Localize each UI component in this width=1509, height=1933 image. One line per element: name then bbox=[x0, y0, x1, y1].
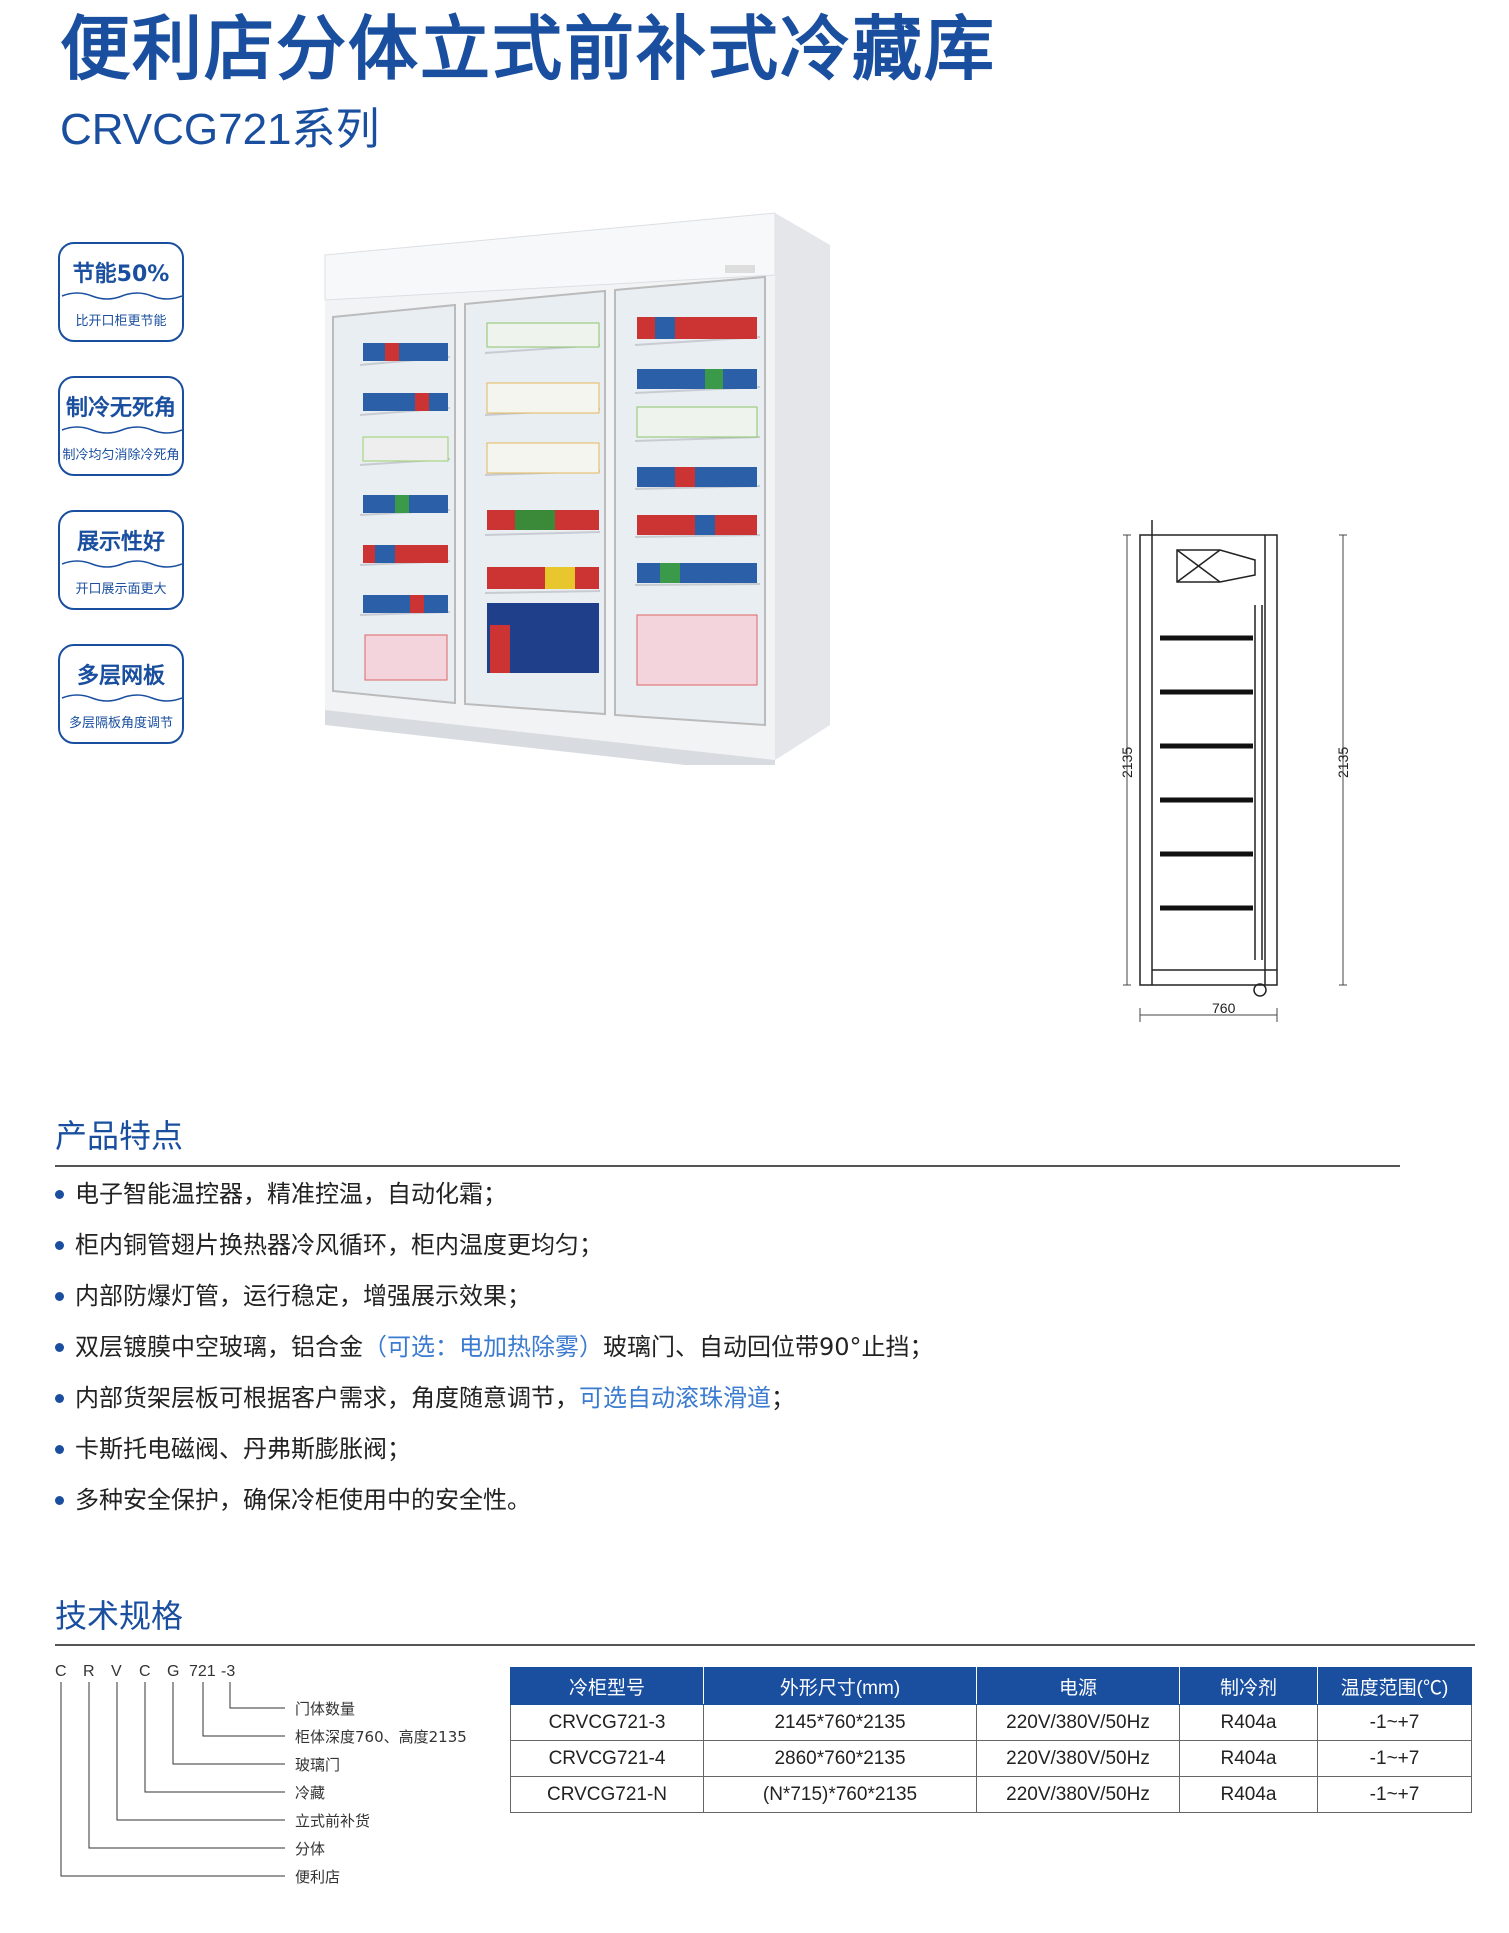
badge-title: 多层网板 bbox=[76, 664, 165, 689]
code-meaning: 柜体深度760、高度2135 bbox=[295, 1728, 467, 1746]
feature-item: 内部货架层板可根据客户需求，角度随意调节，可选自动滚珠滑道； bbox=[55, 1384, 934, 1435]
wave-icon bbox=[61, 426, 182, 434]
table-cell: 2860*760*2135 bbox=[703, 1740, 977, 1777]
code-meaning: 门体数量 bbox=[295, 1700, 355, 1718]
height-dimension-right: 2135 bbox=[1335, 746, 1351, 778]
table-cell: CRVCG721-N bbox=[510, 1776, 704, 1813]
table-row: CRVCG721-N (N*715)*760*2135 220V/380V/50… bbox=[510, 1776, 1472, 1813]
specs-heading: 技术规格 bbox=[55, 1597, 184, 1635]
badge-display: 展示性好 开口展示面更大 bbox=[58, 510, 184, 610]
badge-sub: 制冷均匀消除冷死角 bbox=[62, 448, 180, 463]
column-header: 冷柜型号 bbox=[510, 1667, 704, 1705]
feature-item: 电子智能温控器，精准控温，自动化霜； bbox=[55, 1180, 934, 1231]
table-cell: (N*715)*760*2135 bbox=[703, 1776, 977, 1813]
column-header: 制冷剂 bbox=[1179, 1667, 1318, 1705]
bullet-icon bbox=[55, 1241, 64, 1250]
table-cell: 220V/380V/50Hz bbox=[976, 1704, 1180, 1741]
features-divider bbox=[55, 1165, 1400, 1167]
badge-no-dead-zone: 制冷无死角 制冷均匀消除冷死角 bbox=[58, 376, 184, 476]
bullet-icon bbox=[55, 1445, 64, 1454]
bullet-icon bbox=[55, 1343, 64, 1352]
column-header: 电源 bbox=[976, 1667, 1180, 1705]
code-letter: 721 bbox=[189, 1663, 216, 1680]
table-row: CRVCG721-4 2860*760*2135 220V/380V/50Hz … bbox=[510, 1740, 1472, 1777]
table-cell: CRVCG721-3 bbox=[510, 1704, 704, 1741]
model-code-diagram: C R V C G 721 -3 门体数量 柜体深度760、高度2135 玻璃门… bbox=[55, 1663, 467, 1886]
feature-item: 柜内铜管翅片换热器冷风循环，柜内温度更均匀； bbox=[55, 1231, 934, 1282]
code-letter: -3 bbox=[221, 1663, 235, 1680]
badge-title: 节能50% bbox=[72, 262, 170, 287]
column-header: 温度范围(℃) bbox=[1317, 1667, 1472, 1705]
code-meaning: 便利店 bbox=[295, 1868, 340, 1886]
table-row: CRVCG721-3 2145*760*2135 220V/380V/50Hz … bbox=[510, 1704, 1472, 1741]
table-cell: 2145*760*2135 bbox=[703, 1704, 977, 1741]
bullet-icon bbox=[55, 1394, 64, 1403]
features-list: 电子智能温控器，精准控温，自动化霜； 柜内铜管翅片换热器冷风循环，柜内温度更均匀… bbox=[55, 1180, 934, 1537]
bullet-icon bbox=[55, 1190, 64, 1199]
wave-icon bbox=[61, 560, 182, 568]
code-letter: R bbox=[83, 1663, 95, 1680]
badge-sub: 多层隔板角度调节 bbox=[68, 716, 173, 731]
badge-title: 展示性好 bbox=[76, 530, 165, 555]
feature-item: 卡斯托电磁阀、丹弗斯膨胀阀； bbox=[55, 1435, 934, 1486]
bullet-icon bbox=[55, 1292, 64, 1301]
page-title: 便利店分体立式前补式冷藏库 bbox=[60, 8, 996, 90]
code-letter: C bbox=[55, 1663, 67, 1680]
code-letter: C bbox=[139, 1663, 151, 1680]
code-meaning: 立式前补货 bbox=[295, 1812, 370, 1830]
table-cell: CRVCG721-4 bbox=[510, 1740, 704, 1777]
table-cell: R404a bbox=[1179, 1704, 1318, 1741]
spec-table-header: 冷柜型号 外形尺寸(mm) 电源 制冷剂 温度范围(℃) bbox=[510, 1667, 1472, 1705]
code-meaning: 冷藏 bbox=[295, 1784, 325, 1802]
code-letter: G bbox=[167, 1663, 179, 1680]
specs-divider bbox=[55, 1644, 1475, 1646]
spec-table: 冷柜型号 外形尺寸(mm) 电源 制冷剂 温度范围(℃) CRVCG721-3 … bbox=[510, 1667, 1472, 1813]
code-meaning: 玻璃门 bbox=[295, 1756, 340, 1774]
badge-title: 制冷无死角 bbox=[65, 396, 176, 421]
code-meaning: 分体 bbox=[295, 1840, 325, 1858]
table-cell: -1~+7 bbox=[1317, 1776, 1472, 1813]
table-cell: -1~+7 bbox=[1317, 1740, 1472, 1777]
side-view-drawing bbox=[1123, 520, 1347, 1022]
fridge-product-image bbox=[324, 212, 830, 765]
table-cell: R404a bbox=[1179, 1740, 1318, 1777]
height-dimension-left: 2135 bbox=[1119, 746, 1135, 778]
feature-item: 双层镀膜中空玻璃，铝合金（可选：电加热除雾）玻璃门、自动回位带90°止挡； bbox=[55, 1333, 934, 1384]
badge-shelves: 多层网板 多层隔板角度调节 bbox=[58, 644, 184, 744]
bullet-icon bbox=[55, 1496, 64, 1505]
features-heading: 产品特点 bbox=[55, 1117, 184, 1155]
feature-item: 内部防爆灯管，运行稳定，增强展示效果； bbox=[55, 1282, 934, 1333]
table-cell: R404a bbox=[1179, 1776, 1318, 1813]
column-header: 外形尺寸(mm) bbox=[703, 1667, 977, 1705]
series-subtitle: CRVCG721系列 bbox=[60, 105, 380, 154]
badge-sub: 开口展示面更大 bbox=[75, 582, 167, 597]
table-cell: 220V/380V/50Hz bbox=[976, 1740, 1180, 1777]
wave-icon bbox=[61, 694, 182, 702]
table-cell: 220V/380V/50Hz bbox=[976, 1776, 1180, 1813]
wave-icon bbox=[61, 292, 182, 300]
badge-sub: 比开口柜更节能 bbox=[75, 314, 167, 329]
code-letter: V bbox=[111, 1663, 122, 1680]
feature-item: 多种安全保护，确保冷柜使用中的安全性。 bbox=[55, 1486, 934, 1537]
badge-energy-saving: 节能50% 比开口柜更节能 bbox=[58, 242, 184, 342]
depth-dimension: 760 bbox=[1212, 1000, 1236, 1016]
table-cell: -1~+7 bbox=[1317, 1704, 1472, 1741]
